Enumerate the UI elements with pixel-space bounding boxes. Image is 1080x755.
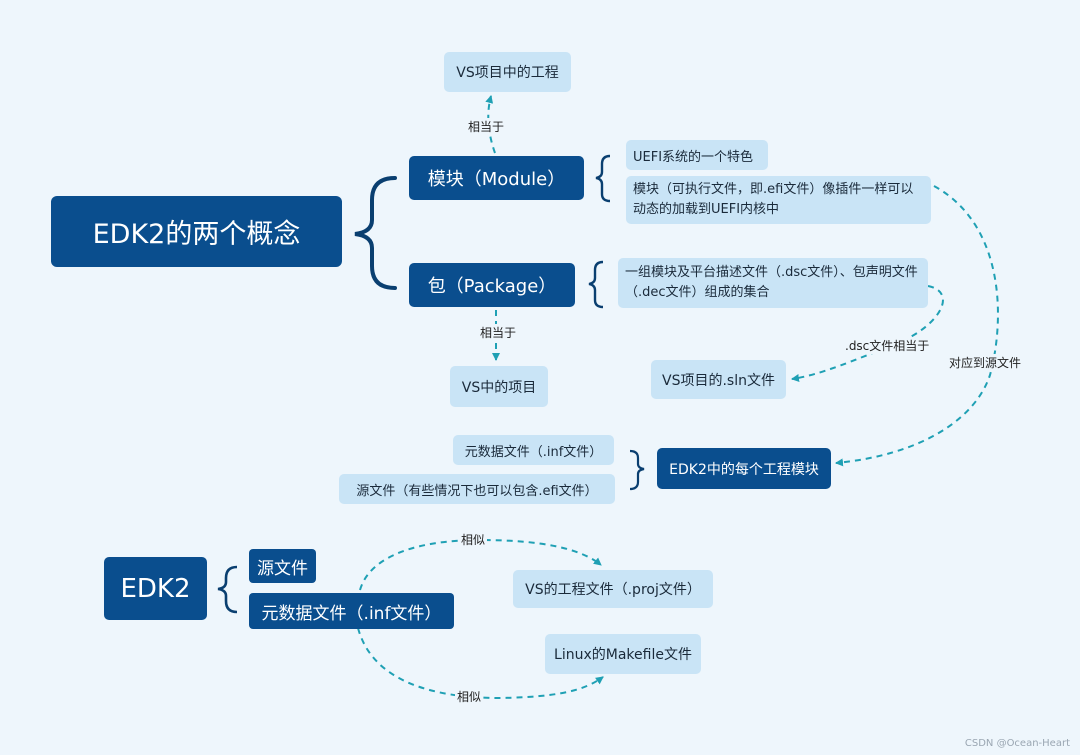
similar-arrow-1: [359, 538, 602, 591]
package-node: 包（Package）: [409, 263, 575, 307]
edk2-node: EDK2: [104, 557, 207, 620]
edk2-item-source: 源文件: [249, 549, 316, 583]
module-label: 模块（Module）: [427, 169, 566, 190]
edk2-item-inf: 元数据文件（.inf文件）: [249, 593, 454, 629]
similar-label-1: 相似: [459, 531, 488, 548]
package-note: 一组模块及平台描述文件（.dsc文件）、包声明文件（.dec文件）组成的集合: [618, 258, 928, 308]
engineering-brace: [629, 449, 645, 491]
module-brace: [595, 154, 611, 203]
watermark: CSDN @Ocean-Heart: [964, 738, 1070, 749]
package-equiv-target: VS中的项目: [450, 366, 548, 407]
engineering-module-node: EDK2中的每个工程模块: [657, 448, 831, 489]
main-concept-label: EDK2的两个概念: [92, 219, 301, 250]
package-label: 包（Package）: [427, 276, 557, 297]
module-node: 模块（Module）: [409, 156, 584, 200]
similar-label-2: 相似: [455, 688, 484, 705]
module-equiv-target: VS项目中的工程: [444, 52, 571, 92]
similar-target-proj: VS的工程文件（.proj文件）: [513, 570, 713, 608]
main-concept-node: EDK2的两个概念: [51, 196, 342, 267]
engineering-item-source: 源文件（有些情况下也可以包含.efi文件）: [339, 474, 615, 504]
module-note-2: 模块（可执行文件，即.efi文件）像插件一样可以动态的加载到UEFI内核中: [626, 176, 931, 224]
dsc-label: .dsc文件相当于: [843, 337, 932, 354]
main-brace: [354, 176, 397, 290]
package-equiv-label: 相当于: [478, 324, 519, 341]
source-link-arrow: [835, 185, 999, 467]
module-equiv-arrow: [485, 95, 496, 154]
module-note-1: UEFI系统的一个特色: [626, 140, 768, 170]
engineering-item-inf: 元数据文件（.inf文件）: [453, 435, 614, 465]
package-brace: [588, 260, 604, 309]
module-equiv-label: 相当于: [466, 118, 507, 135]
edk2-brace: [217, 565, 238, 614]
dsc-target: VS项目的.sln文件: [651, 360, 786, 399]
source-link-label: 对应到源文件: [947, 354, 1024, 371]
similar-target-makefile: Linux的Makefile文件: [545, 634, 701, 674]
